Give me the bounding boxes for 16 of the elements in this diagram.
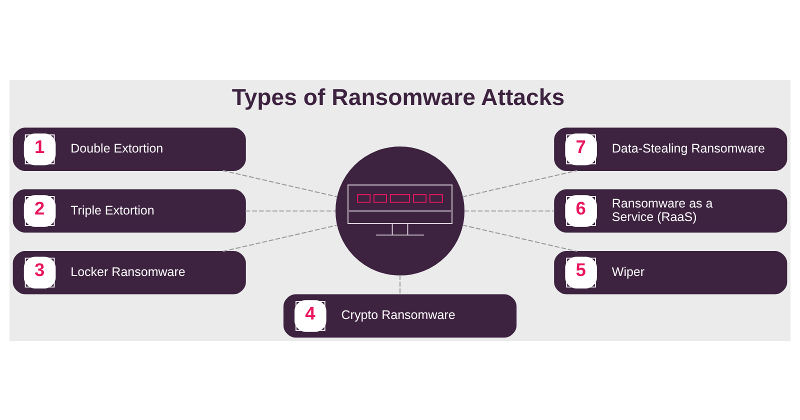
- connector: [222, 170, 338, 197]
- connector: [464, 210, 554, 211]
- node-box: 5 Wiper: [554, 250, 788, 294]
- connector: [462, 224, 578, 252]
- diagram-title: Types of Ransomware Attacks: [232, 84, 565, 110]
- connector: [245, 210, 336, 211]
- node-box: 3 Locker Ransomware: [12, 250, 246, 294]
- node-box: 7 Data-Stealing Ransomware: [554, 127, 788, 171]
- connector: [222, 224, 338, 252]
- connector: [462, 170, 578, 197]
- node-box: 1 Double Extortion: [12, 127, 246, 171]
- connector: [399, 274, 401, 294]
- node-box: 4 Crypto Ransomware: [283, 294, 517, 338]
- node-circle: [335, 146, 465, 276]
- node-box: 2 Triple Extortion: [12, 188, 246, 232]
- node-box: 6 Ransomware as a Service (RaaS): [554, 188, 788, 232]
